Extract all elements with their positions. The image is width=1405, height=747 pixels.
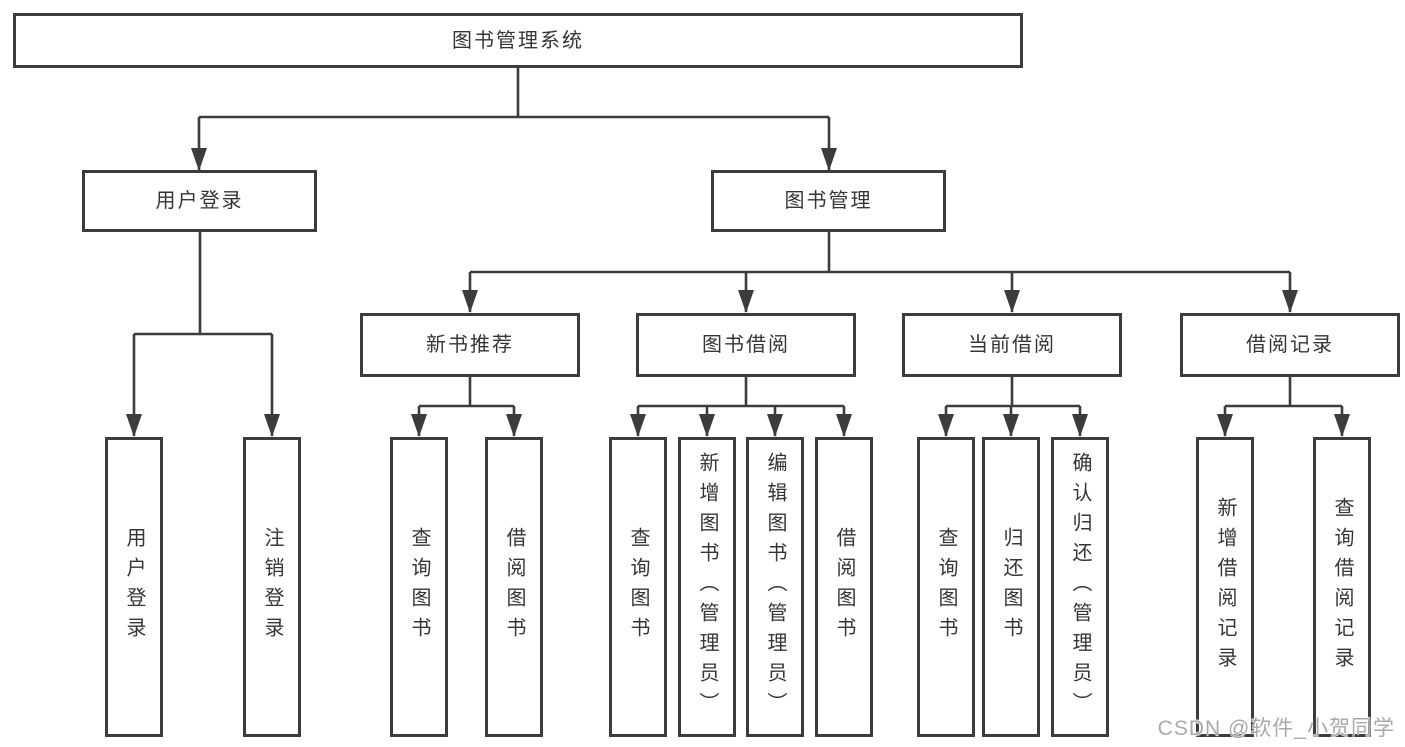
leaf-logout: 注销登录 — [243, 437, 301, 737]
node-root-system: 图书管理系统 — [13, 13, 1023, 68]
leaf-query-books-borrow: 查询图书 — [609, 437, 667, 737]
leaf-query-books-current: 查询图书 — [917, 437, 975, 737]
leaf-user-login: 用户登录 — [105, 437, 163, 737]
leaf-borrow-books: 借阅图书 — [815, 437, 873, 737]
node-book-management: 图书管理 — [711, 170, 946, 232]
leaf-return-book: 归还图书 — [982, 437, 1040, 737]
node-current-borrowing: 当前借阅 — [902, 313, 1122, 377]
node-borrowing-records: 借阅记录 — [1180, 313, 1400, 377]
leaf-confirm-return-admin: 确认归还（管理员） — [1051, 437, 1109, 737]
node-new-book-recommend: 新书推荐 — [360, 313, 580, 377]
node-book-borrowing: 图书借阅 — [636, 313, 856, 377]
csdn-watermark: CSDN @软件_小贺同学 — [1157, 717, 1395, 740]
leaf-query-borrow-record: 查询借阅记录 — [1313, 437, 1371, 737]
leaf-edit-book-admin: 编辑图书（管理员） — [746, 437, 804, 737]
leaf-add-borrow-record: 新增借阅记录 — [1196, 437, 1254, 737]
leaf-borrow-books-recommend: 借阅图书 — [485, 437, 543, 737]
leaf-query-books-recommend: 查询图书 — [390, 437, 448, 737]
leaf-add-book-admin: 新增图书（管理员） — [678, 437, 736, 737]
node-user-login: 用户登录 — [82, 170, 317, 232]
